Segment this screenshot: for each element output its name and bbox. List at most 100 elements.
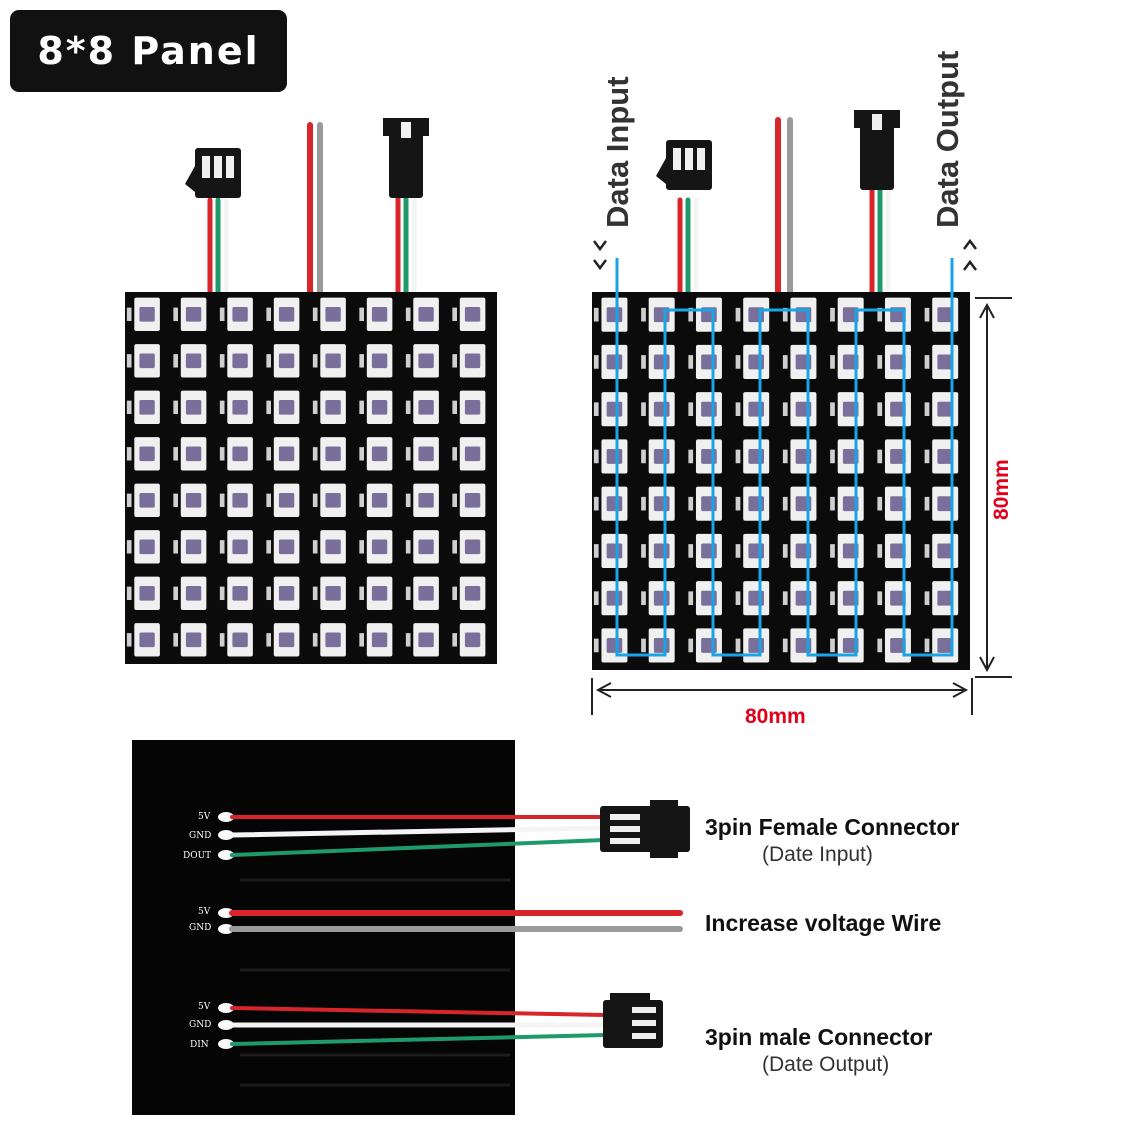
capacitor — [830, 496, 835, 511]
capacitor — [641, 496, 646, 511]
capacitor — [830, 355, 835, 369]
led-chip — [232, 353, 248, 369]
led-chip — [606, 448, 623, 464]
capacitor — [641, 402, 646, 416]
led-chip — [418, 492, 434, 508]
capacitor — [266, 586, 272, 601]
connector-pin — [673, 148, 681, 170]
led-chip — [937, 637, 953, 653]
led-chip — [653, 448, 670, 464]
capacitor — [405, 354, 411, 368]
capacitor — [688, 307, 694, 322]
led-chip — [748, 543, 764, 559]
capacitor — [830, 449, 835, 464]
capacitor — [782, 307, 788, 322]
arrow-head — [979, 302, 995, 319]
led-chip — [418, 353, 434, 369]
led-chip — [890, 401, 906, 417]
capacitor — [782, 591, 788, 605]
capacitor — [641, 449, 646, 464]
capacitor — [312, 447, 318, 461]
capacitor — [126, 633, 132, 647]
pin-label: GND — [189, 923, 212, 933]
led-chip — [418, 399, 434, 415]
capacitor — [173, 354, 179, 368]
capacitor — [312, 493, 318, 508]
solder-pad — [218, 1020, 234, 1030]
capacitor — [266, 447, 272, 461]
capacitor — [735, 591, 741, 605]
led-chip — [653, 590, 670, 606]
connector-pin — [214, 156, 222, 178]
capacitor — [266, 307, 272, 322]
wire-green — [230, 1033, 607, 1046]
arrow-head — [952, 682, 969, 698]
led-chip — [371, 585, 388, 601]
led-chip — [371, 399, 388, 415]
width-dimension-label: 80mm — [745, 705, 806, 728]
capacitor — [312, 400, 318, 415]
connector-pin — [610, 826, 640, 832]
connector-pin — [632, 1020, 656, 1026]
led-chip — [464, 585, 481, 601]
connector-pin — [610, 838, 640, 844]
capacitor — [266, 633, 272, 647]
led-chip — [278, 353, 295, 369]
capacitor — [641, 638, 646, 653]
capacitor — [924, 307, 930, 322]
capacitor — [219, 354, 225, 368]
led-chip — [278, 446, 295, 462]
capacitor — [593, 591, 599, 605]
connector-pin — [610, 814, 640, 820]
capacitor — [688, 544, 694, 558]
led-chip — [325, 539, 341, 555]
led-chip — [325, 353, 341, 369]
capacitor — [452, 540, 458, 554]
led-chip — [653, 401, 670, 417]
capacitor — [593, 544, 599, 558]
led-chip — [890, 543, 906, 559]
led-chip — [937, 354, 953, 370]
capacitor — [924, 591, 930, 605]
capacitor — [126, 586, 132, 601]
title-badge: 8*8 Panel — [10, 10, 287, 92]
connector-cap — [610, 993, 650, 1003]
capacitor — [219, 493, 225, 508]
led-chip — [890, 637, 906, 653]
solder-pad — [218, 1039, 234, 1049]
led-chip — [464, 446, 481, 462]
wire-white — [229, 825, 607, 838]
led-chip — [653, 496, 670, 512]
height-dimension-label: 80mm — [990, 459, 1013, 520]
solder-pad — [218, 1003, 234, 1013]
led-chip — [606, 637, 623, 653]
led-chip — [278, 585, 295, 601]
connector-pin — [697, 148, 705, 170]
capacitor — [688, 591, 694, 605]
arrow-head — [979, 656, 995, 673]
led-chip — [325, 306, 341, 322]
led-chip — [371, 632, 388, 648]
data-input-label: Data Input — [600, 76, 635, 228]
capacitor — [924, 402, 930, 416]
female-connector-sublabel: (Date Input) — [762, 843, 873, 866]
led-chip — [185, 632, 202, 648]
capacitor — [219, 633, 225, 647]
connector-pin — [872, 114, 882, 130]
led-chip — [606, 401, 623, 417]
capacitor — [312, 586, 318, 601]
solder-pad — [218, 830, 234, 840]
capacitor — [359, 586, 365, 601]
led-chip — [418, 632, 434, 648]
capacitor — [452, 447, 458, 461]
capacitor — [593, 449, 599, 464]
connector-pin — [226, 156, 234, 178]
led-chip — [937, 496, 953, 512]
led-chip — [890, 496, 906, 512]
led-chip — [606, 354, 623, 370]
led-chip — [232, 399, 248, 415]
capacitor — [266, 354, 272, 368]
led-chip — [418, 539, 434, 555]
male-connector-label: 3pin male Connector — [705, 1024, 933, 1050]
voltage-wire-label: Increase voltage Wire — [705, 910, 942, 936]
